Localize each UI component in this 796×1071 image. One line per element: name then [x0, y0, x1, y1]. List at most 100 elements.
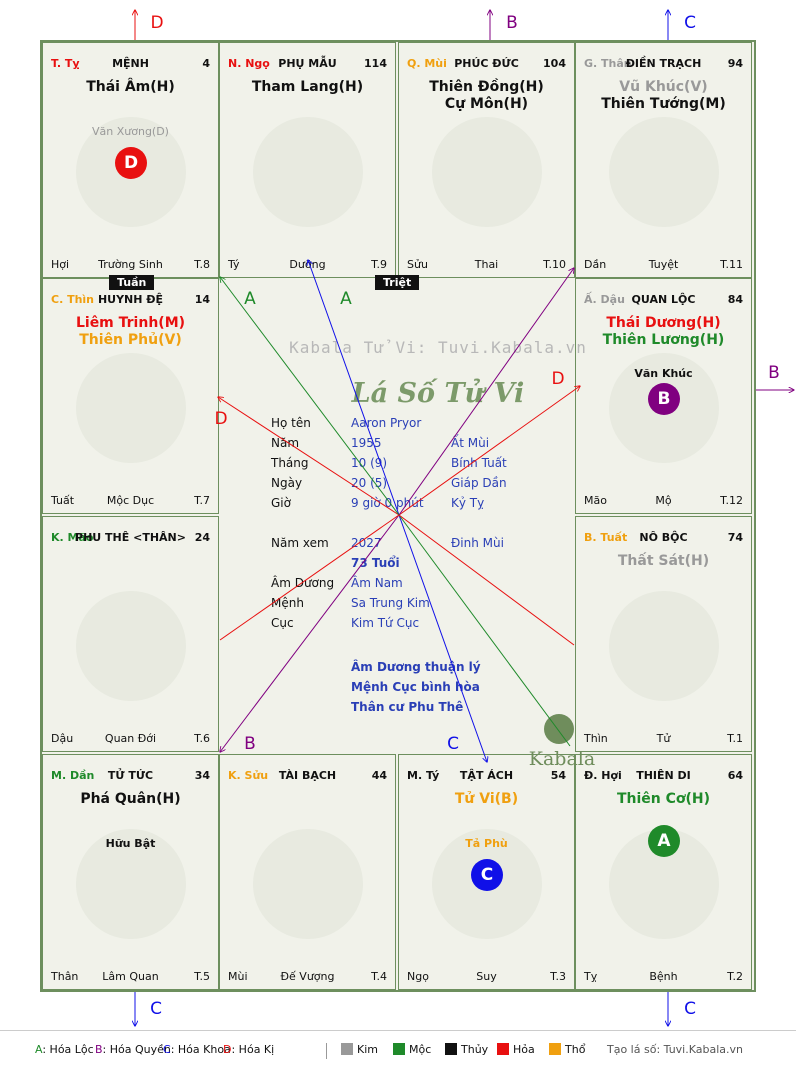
info-label: Mệnh — [271, 596, 304, 610]
info-value: Âm Nam — [351, 576, 403, 590]
watermark: Kabala Tử Vi: Tuvi.Kabala.vn — [289, 338, 587, 357]
arrow-d — [398, 514, 575, 646]
major-star: Liêm Trinh(M) — [75, 315, 186, 331]
legend-hoa-key: C — [163, 1043, 171, 1056]
center-panel: Kabala Tử Vi: Tuvi.Kabala.vn Lá Số Tử Vi… — [259, 316, 617, 792]
arrow-a — [398, 514, 571, 747]
life-stage: Tử — [656, 732, 671, 745]
legend-element-label: Hỏa — [513, 1043, 535, 1056]
palace-branch-bottom: Ngọ — [407, 970, 429, 983]
arrow-c — [308, 260, 400, 516]
legend-hoa-label: : Hóa Khoa — [170, 1043, 231, 1056]
info-value: 10 (9) — [351, 456, 388, 470]
palace-title: MỆNH — [112, 57, 149, 70]
life-stage: Lâm Quan — [102, 970, 159, 983]
life-stage: Quan Đới — [104, 732, 157, 745]
palace-index: T.12 — [720, 494, 743, 507]
palace-branch: M. Tý — [407, 769, 440, 782]
logo-text: Kabala — [528, 748, 596, 770]
legend-hoa-key: A — [35, 1043, 43, 1056]
palace-index: T.4 — [371, 970, 387, 983]
arrow-label-c: C — [447, 734, 459, 754]
palace-title: ĐIỀN TRẠCH — [625, 57, 702, 70]
legend-hoa-item: B: Hóa Quyền — [95, 1043, 171, 1056]
chart-note: Thân cư Phu Thê — [351, 700, 464, 714]
tuan-tag: Tuần — [109, 275, 155, 290]
info-value: 1955 — [351, 436, 382, 450]
palace-index: T.3 — [550, 970, 566, 983]
legend-element-label: Thổ — [565, 1043, 586, 1056]
life-stage: Thai — [474, 258, 499, 271]
legend-element-label: Kim — [357, 1043, 378, 1056]
element-swatch-icon — [497, 1043, 509, 1055]
legend-hoa-label: : Hóa Lộc — [42, 1043, 94, 1056]
arrow-label-b: B — [506, 13, 518, 33]
palace-number: 24 — [194, 531, 210, 544]
palace-branch: K. Mão — [51, 531, 94, 544]
legend-element-label: Thủy — [461, 1043, 489, 1056]
palace-number: 14 — [194, 293, 210, 306]
kabala-logo: Kabala — [527, 714, 597, 776]
chart-note: Âm Dương thuận lý — [351, 660, 481, 674]
info-value: Sa Trung Kim — [351, 596, 430, 610]
legend-element-item: Hỏa — [497, 1043, 535, 1056]
life-stage: Bệnh — [649, 970, 678, 983]
palace-branch-bottom: Thìn — [584, 732, 608, 745]
minor-star: Văn Xương(D) — [92, 125, 169, 138]
life-stage: Suy — [476, 970, 497, 983]
palace-title: PHỤ MẪU — [278, 57, 337, 70]
palace-branch-bottom: Hợi — [51, 258, 70, 271]
chart-note: Mệnh Cục bình hòa — [351, 680, 480, 694]
major-star: Thiên Đồng(H) — [429, 79, 544, 95]
palace-branch: C. Thìn — [51, 293, 95, 306]
info-value-canchi: Giáp Dần — [451, 476, 507, 490]
info-value-canchi: Đinh Mùi — [451, 536, 504, 550]
info-label: Giờ — [271, 496, 291, 510]
legend-hoa-key: B — [95, 1043, 103, 1056]
palace-number: 114 — [364, 57, 387, 70]
palace-title: PHÚC ĐỨC — [454, 57, 519, 70]
zodiac-animal-icon — [608, 116, 719, 227]
arrow-b — [398, 268, 574, 516]
palace-title: TẬT ÁCH — [459, 769, 514, 782]
legend-element-item: Thổ — [549, 1043, 585, 1056]
arrow-b — [220, 514, 400, 752]
transformation-badge: C — [471, 859, 503, 891]
legend-element-item: Mộc — [393, 1043, 431, 1056]
palace-branch: G. Thân — [584, 57, 632, 70]
info-value-canchi: Bính Tuất — [451, 456, 507, 470]
arrow-label-c: C — [684, 999, 696, 1019]
palace-branch: Q. Mùi — [407, 57, 447, 70]
palace-number: 104 — [543, 57, 566, 70]
arrow-label-b: B — [768, 363, 780, 383]
palace-branch-bottom: Mão — [584, 494, 607, 507]
palace-branch: B. Tuất — [584, 531, 628, 544]
major-star: Tham Lang(H) — [251, 79, 364, 95]
major-star: Phá Quân(H) — [80, 791, 181, 807]
palace-branch: K. Sửu — [228, 769, 269, 782]
legend-hoa-item: D: Hóa Kị — [223, 1043, 274, 1056]
life-stage: Đế Vượng — [280, 970, 335, 983]
palace-branch: Đ. Hợi — [584, 769, 622, 782]
palace-title: TỬ TỨC — [107, 769, 154, 782]
palace-number: 74 — [727, 531, 743, 544]
palace-branch-bottom: Tuất — [51, 494, 75, 507]
info-label: Năm — [271, 436, 300, 450]
palace-title: PHU THÊ <THÂN> — [75, 531, 186, 544]
arrow-label-d: D — [150, 13, 163, 33]
minor-star: Tả Phù — [465, 837, 508, 850]
credit: Tạo lá số: Tuvi.Kabala.vn — [607, 1043, 743, 1056]
arrow-label-d: D — [214, 409, 227, 429]
arrow-label-c: C — [150, 999, 162, 1019]
zodiac-animal-icon — [252, 116, 363, 227]
